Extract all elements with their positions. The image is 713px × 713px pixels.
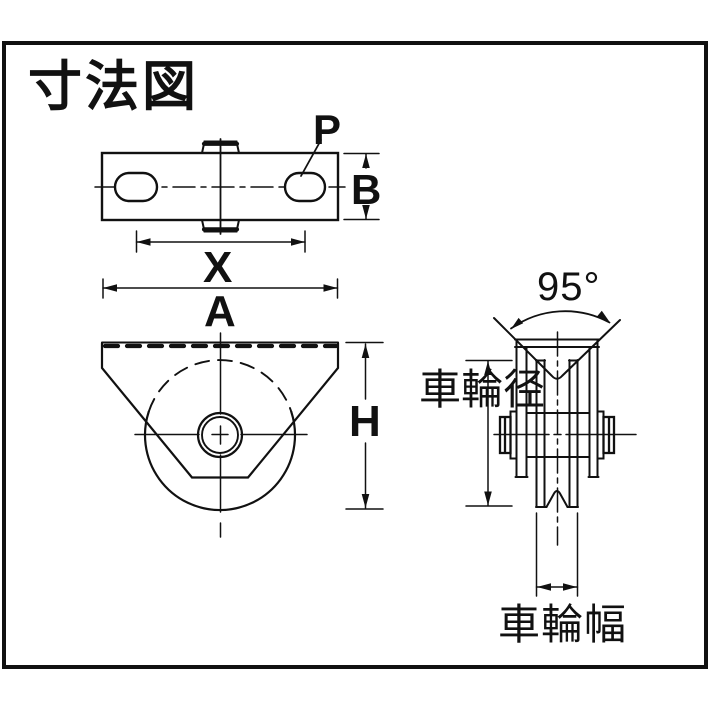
- dim-x: [135, 230, 306, 253]
- dim-a: [102, 278, 339, 299]
- label-dim-a: A: [204, 287, 236, 336]
- dim-wheel-width: [535, 512, 579, 597]
- label-dim-b: B: [351, 166, 382, 213]
- top-view-plate: [94, 138, 346, 235]
- label-hole-p: P: [313, 106, 342, 153]
- label-dim-x: X: [203, 243, 233, 292]
- page-title: 寸法図: [28, 57, 199, 117]
- slot-hole-left: [113, 171, 159, 203]
- label-wheel-diameter: 車輪径: [419, 367, 545, 413]
- label-wheel-width: 車輪幅: [498, 601, 628, 648]
- dim-wheel-diameter: [465, 359, 513, 507]
- dim-groove-angle: [510, 310, 611, 330]
- label-dim-h: H: [349, 397, 381, 446]
- p-leader-line: [300, 139, 322, 177]
- hub-inner: [201, 416, 239, 454]
- dim-h: [345, 341, 384, 510]
- label-groove-angle: 95°: [537, 265, 601, 309]
- side-view-wheel: [493, 317, 637, 546]
- slot-hole-right: [283, 171, 327, 203]
- dim-b: [343, 152, 380, 221]
- front-view-bracket: [100, 332, 340, 538]
